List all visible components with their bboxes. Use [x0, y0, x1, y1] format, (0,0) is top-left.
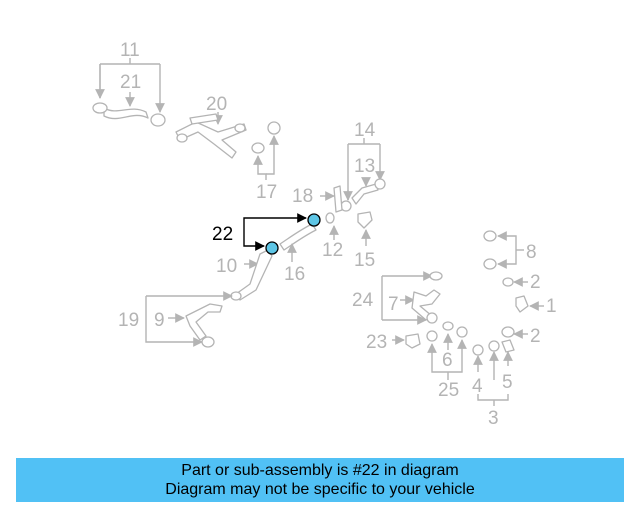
callout-20: 20 — [206, 94, 227, 115]
callout-13: 13 — [354, 156, 375, 177]
callout-16: 16 — [284, 264, 305, 285]
banner-line-1: Part or sub-assembly is #22 in diagram — [181, 462, 459, 479]
callout-24: 24 — [352, 290, 374, 311]
callout-5: 5 — [502, 372, 513, 393]
group-19-9 — [145, 291, 233, 348]
callout-14: 14 — [354, 120, 376, 141]
callout-11: 11 — [120, 40, 140, 61]
callout-3: 3 — [488, 408, 499, 429]
callout-labels: 11 21 20 14 13 17 18 22 12 15 10 16 8 2 … — [118, 40, 557, 429]
group-24-7 — [381, 271, 468, 380]
callout-7: 7 — [388, 294, 399, 315]
parts-diagram: 11 21 20 14 13 17 18 22 12 15 10 16 8 2 … — [92, 40, 557, 429]
callout-1: 1 — [546, 296, 557, 317]
part-22-clamp-upper[interactable] — [307, 213, 321, 227]
callout-2b: 2 — [530, 326, 541, 347]
callout-22: 22 — [212, 224, 233, 245]
callout-8: 8 — [526, 242, 537, 263]
callout-4: 4 — [472, 376, 483, 397]
group-22 — [230, 213, 321, 301]
callout-12: 12 — [322, 240, 343, 261]
callout-18: 18 — [292, 186, 313, 207]
group-14-13 — [320, 138, 386, 246]
callout-2a: 2 — [530, 272, 541, 293]
callout-9: 9 — [154, 310, 165, 331]
group-3-4-5 — [472, 339, 515, 406]
callout-10: 10 — [216, 256, 237, 277]
callout-17: 17 — [256, 182, 277, 203]
group-17 — [251, 121, 281, 180]
group-11-21 — [92, 58, 165, 127]
callout-6: 6 — [442, 350, 453, 371]
callout-25: 25 — [438, 380, 459, 401]
info-banner: Part or sub-assembly is #22 in diagram D… — [16, 458, 624, 502]
part-22-clamp-lower[interactable] — [265, 241, 279, 255]
banner-line-2: Diagram may not be specific to your vehi… — [165, 481, 475, 498]
callout-15: 15 — [354, 250, 375, 271]
group-20 — [175, 112, 247, 159]
callout-19: 19 — [118, 310, 139, 331]
callout-21: 21 — [120, 72, 141, 93]
callout-23: 23 — [366, 332, 387, 353]
group-8-2-1 — [483, 230, 544, 339]
